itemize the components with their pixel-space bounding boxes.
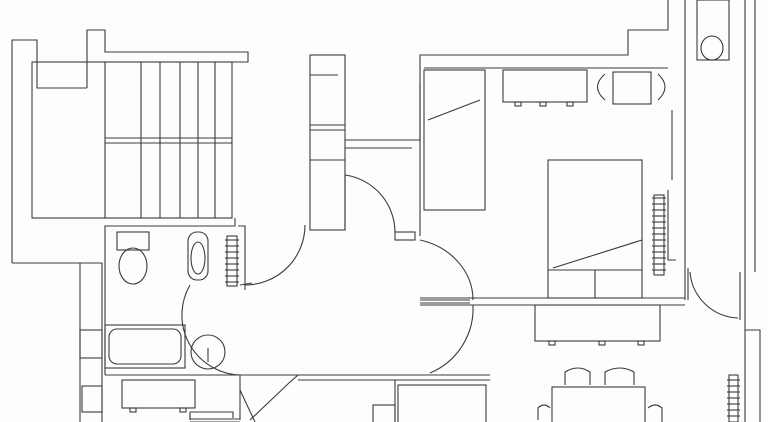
desk-leg xyxy=(539,101,547,107)
door-leaf xyxy=(239,282,253,286)
kitchen-counter xyxy=(397,384,487,422)
cabinet-leg xyxy=(179,407,187,413)
bunk-bed xyxy=(423,69,486,211)
tv-unit-leg xyxy=(598,340,606,346)
living-door-swing xyxy=(429,304,474,374)
bathroom-wall xyxy=(104,218,236,375)
chair xyxy=(657,73,666,101)
bathroom-door-swing xyxy=(181,284,241,376)
wc-toilet-bowl xyxy=(700,35,724,61)
entry-door-leaf xyxy=(239,389,256,422)
bunk-bed-diagonal xyxy=(427,99,481,121)
bathroom-wall-right-lower xyxy=(235,374,241,420)
bath-outer-wall xyxy=(80,262,103,422)
bathroom-shelf xyxy=(189,411,234,420)
toilet-bowl xyxy=(118,247,148,285)
door-jamb xyxy=(394,231,416,241)
stair-outline xyxy=(31,61,233,219)
towel-radiator xyxy=(226,235,238,287)
corridor-wall-lower xyxy=(745,329,761,422)
tv-unit-leg xyxy=(637,340,645,346)
desk xyxy=(502,69,588,103)
toilet-tank xyxy=(116,231,150,251)
left-wall-inner xyxy=(36,60,87,89)
dining-chair xyxy=(604,367,635,385)
desk-leg xyxy=(566,101,574,107)
desk-leg xyxy=(514,101,522,107)
hall-wall xyxy=(345,82,421,141)
wall-block xyxy=(372,404,396,422)
entry-door xyxy=(240,374,300,421)
sink xyxy=(190,334,226,370)
bedroom-top-wall xyxy=(419,0,669,236)
tv-unit-leg xyxy=(548,340,556,346)
wall-pillar xyxy=(79,329,103,359)
dining-chair xyxy=(537,404,551,420)
left-lower-wall xyxy=(12,262,81,422)
closet-door-swing xyxy=(244,224,306,286)
tv-unit xyxy=(534,304,661,342)
closet-outline xyxy=(309,54,346,231)
dining-chair xyxy=(647,404,663,422)
bed-cover-diagonal xyxy=(552,239,643,269)
bidet xyxy=(187,231,209,281)
cabinet-leg xyxy=(129,407,137,413)
chair xyxy=(596,73,606,101)
bedroom-right-inner xyxy=(667,190,676,261)
corridor-door-swing xyxy=(689,271,739,319)
dining-chair xyxy=(564,367,591,385)
bidet-basin xyxy=(190,241,206,275)
radiator xyxy=(653,194,665,276)
left-outer-wall xyxy=(11,39,38,263)
top-left-wall xyxy=(37,29,249,88)
bedroom2-door-swing xyxy=(419,239,474,301)
side-table xyxy=(612,71,652,105)
wall-pillar xyxy=(81,385,103,413)
bedroom-door-swing xyxy=(344,174,396,234)
cabinet xyxy=(121,379,196,409)
dining-table xyxy=(551,386,646,422)
bathroom-wall-right xyxy=(238,225,246,290)
bathtub xyxy=(104,324,186,369)
bathtub-inner xyxy=(108,328,182,365)
